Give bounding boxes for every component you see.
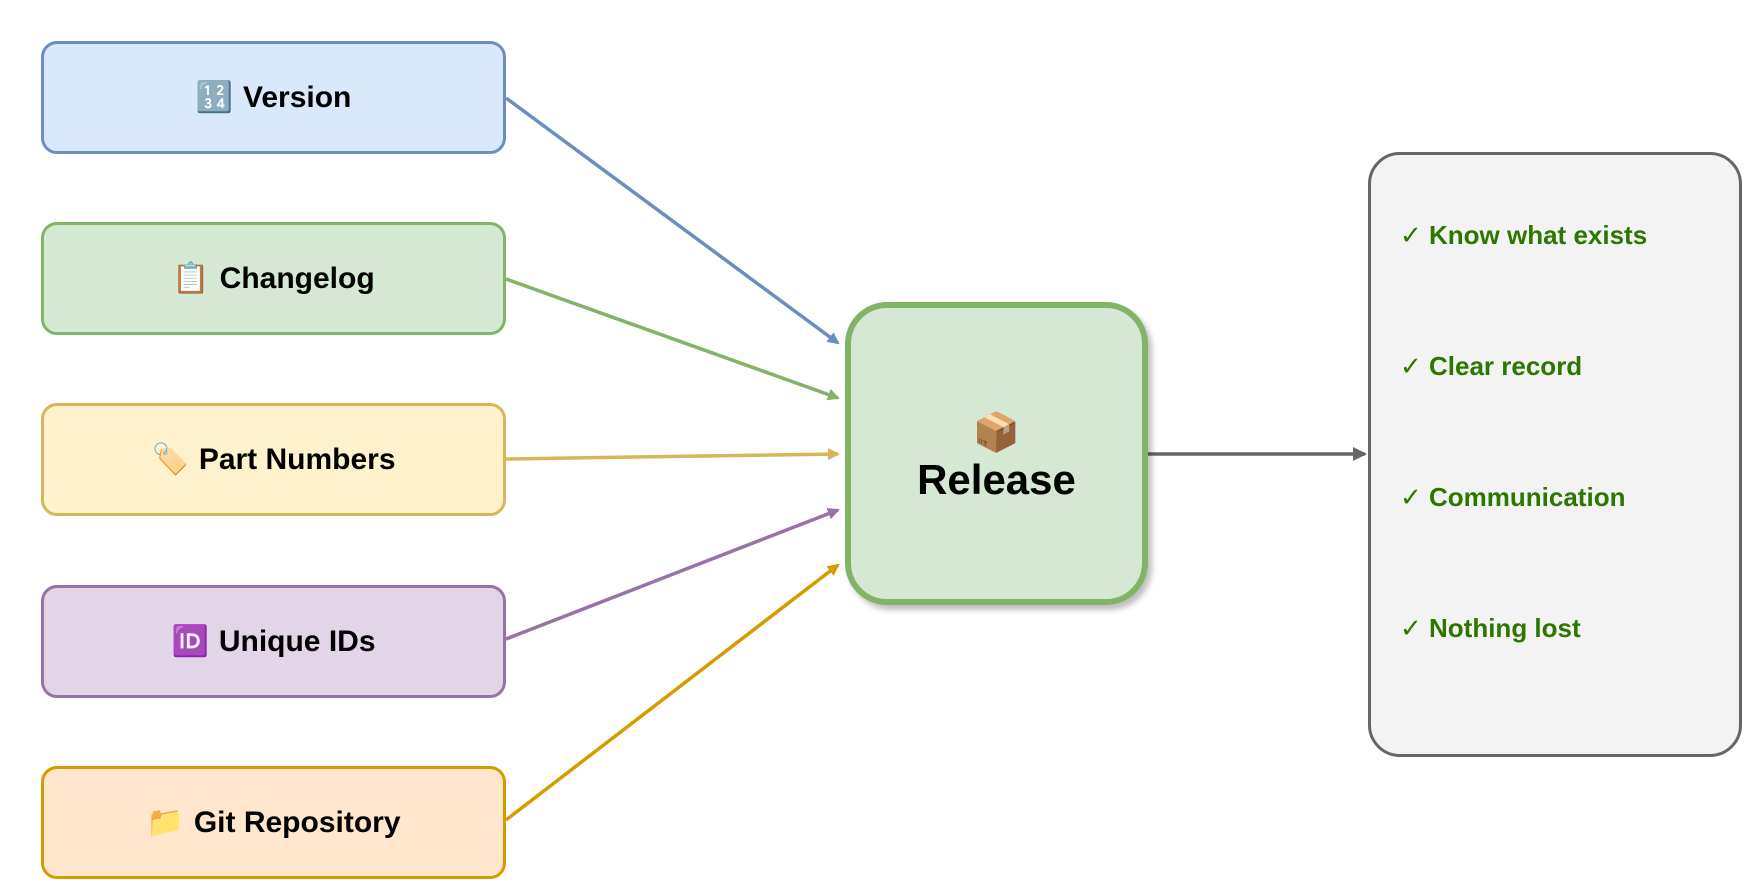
version-box: 🔢 Version	[41, 41, 506, 154]
outcomes-box: ✓ Know what exists ✓ Clear record ✓ Comm…	[1368, 152, 1742, 757]
git-repository-label: Git Repository	[193, 805, 401, 839]
release-label: Release	[917, 455, 1076, 503]
outcome-item-clear-record: ✓ Clear record	[1400, 351, 1583, 381]
connector-git-repository-to-release	[504, 563, 840, 822]
outcome-item-communication: ✓ Communication	[1400, 482, 1626, 512]
unique-ids-label: Unique IDs	[218, 624, 376, 658]
version-label: Version	[242, 80, 352, 114]
part-numbers-label: Part Numbers	[198, 442, 396, 476]
connector-changelog-to-release	[505, 277, 840, 401]
changelog-box: 📋 Changelog	[41, 222, 506, 335]
git-repository-box: 📁 Git Repository	[41, 766, 506, 879]
clipboard-icon: 📋	[172, 261, 210, 296]
label-tag-icon: 🏷️	[151, 442, 189, 477]
unique-ids-box: 🆔 Unique IDs	[41, 585, 506, 698]
connector-unique-ids-to-release	[505, 508, 840, 641]
folder-icon: 📁	[146, 805, 184, 840]
input-digits-icon: 🔢	[195, 80, 233, 115]
package-icon: 📦	[972, 409, 1021, 454]
connector-part-numbers-to-release	[505, 448, 840, 461]
outcome-item-know-what-exists: ✓ Know what exists	[1400, 220, 1648, 250]
part-numbers-box: 🏷️ Part Numbers	[41, 403, 506, 516]
connector-version-to-release	[504, 96, 840, 345]
outcome-item-nothing-lost: ✓ Nothing lost	[1400, 613, 1581, 643]
id-button-icon: 🆔	[171, 624, 209, 659]
release-box: 📦 Release	[845, 302, 1148, 605]
changelog-label: Changelog	[219, 261, 375, 295]
